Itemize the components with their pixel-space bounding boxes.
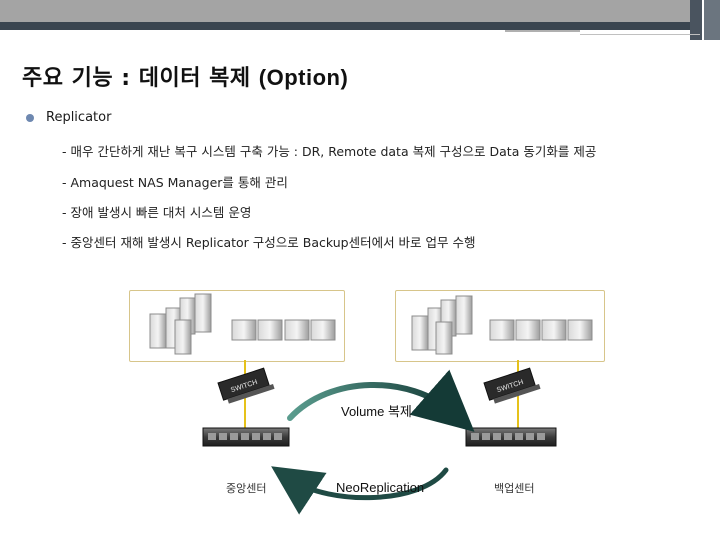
header-accent-line — [505, 30, 580, 32]
neo-replication-label: NeoReplication — [336, 480, 425, 495]
left-switch-icon: SWITCH — [217, 367, 275, 404]
top-corner-block-2 — [704, 0, 720, 40]
sub-item-2: - Amaquest NAS Manager를 통해 관리 — [62, 175, 288, 190]
left-desktop-computers — [231, 319, 336, 341]
top-dark-strip — [0, 22, 690, 30]
right-desktop-computers — [489, 319, 593, 341]
volume-copy-label: Volume 복제 — [341, 404, 412, 419]
left-storage-rack — [202, 427, 290, 447]
top-decorative-bar — [0, 0, 720, 40]
volume-copy-arc-icon — [287, 369, 475, 432]
header-accent-line-2 — [580, 34, 700, 35]
central-center-label: 중앙센터 — [226, 482, 267, 495]
right-switch-icon: SWITCH — [483, 367, 541, 404]
bullet-label: Replicator — [46, 110, 112, 125]
neo-replication-arc-icon — [271, 466, 449, 515]
slide-title: 주요 기능 : 데이터 복제 (Option) — [22, 60, 348, 92]
left-tower-servers — [149, 293, 212, 355]
backup-center-label: 백업센터 — [494, 482, 535, 495]
sub-item-3: - 장애 발생시 빠른 대처 시스템 운영 — [62, 205, 252, 220]
bullet-replicator: Replicator — [26, 110, 111, 125]
top-band — [0, 0, 690, 22]
right-storage-rack — [465, 427, 557, 447]
sub-item-1: - 매우 간단하게 재난 복구 시스템 구축 가능 : DR, Remote d… — [62, 144, 597, 159]
top-corner-block — [690, 0, 702, 40]
sub-item-4: - 중앙센터 재해 발생시 Replicator 구성으로 Backup센터에서… — [62, 235, 476, 250]
slide-title-option: (Option) — [258, 65, 349, 90]
bullet-dot-icon — [26, 113, 34, 122]
slide-title-korean: 주요 기능 : 데이터 복제 — [22, 66, 259, 91]
right-tower-servers — [411, 295, 473, 355]
